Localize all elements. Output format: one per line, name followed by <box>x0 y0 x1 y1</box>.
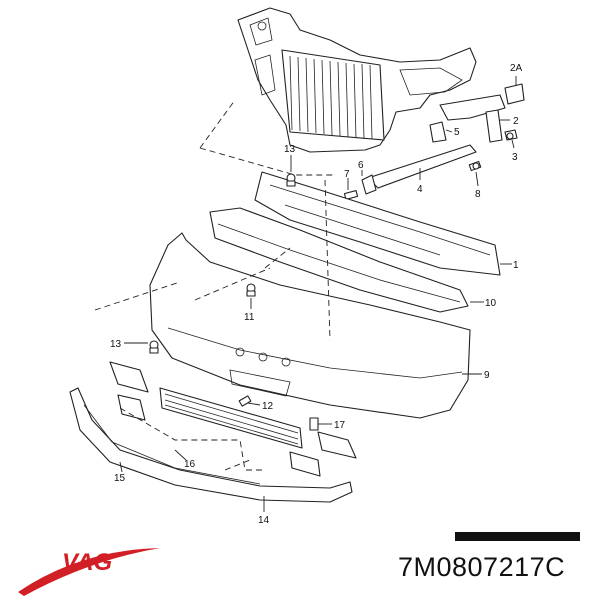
bumper-guide-strip <box>343 144 482 201</box>
vag-logo: VAG <box>18 548 160 596</box>
callout-16: 16 <box>184 459 196 470</box>
fasteners <box>149 132 514 431</box>
callout-10: 10 <box>485 298 497 309</box>
catalog-credit-badge <box>455 532 580 541</box>
callout-5: 5 <box>454 127 460 138</box>
impact-absorber <box>254 171 501 276</box>
callout-6: 6 <box>358 160 364 171</box>
side-bracket-assembly <box>429 83 525 143</box>
svg-text:VAG: VAG <box>62 549 112 576</box>
callout-2: 2 <box>513 116 519 127</box>
callout-3: 3 <box>512 152 518 163</box>
callout-8: 8 <box>475 189 481 200</box>
assembly-guide-lines <box>94 99 335 471</box>
callout-7: 7 <box>344 169 350 180</box>
callout-9: 9 <box>484 370 490 381</box>
bumper-cover <box>149 232 471 419</box>
callout-15: 15 <box>114 473 126 484</box>
front-end-carrier <box>237 7 477 153</box>
callout-1: 1 <box>513 260 519 271</box>
callout-17: 17 <box>334 420 346 431</box>
leader-lines <box>119 76 517 512</box>
callout-14: 14 <box>258 515 270 526</box>
front-spoiler <box>69 387 353 503</box>
callout-13-top: 13 <box>284 144 296 155</box>
bumper-reinforcement <box>209 207 469 313</box>
part-number: 7M0807217C <box>398 552 566 582</box>
callout-labels: 2A 2 5 3 13 6 7 4 8 1 10 11 13 9 12 17 1… <box>110 63 523 526</box>
callout-4: 4 <box>417 184 423 195</box>
lower-grille <box>109 361 357 477</box>
callout-11: 11 <box>244 312 255 323</box>
callout-2a: 2A <box>510 63 523 74</box>
callout-13-left: 13 <box>110 339 122 350</box>
callout-12: 12 <box>262 401 274 412</box>
